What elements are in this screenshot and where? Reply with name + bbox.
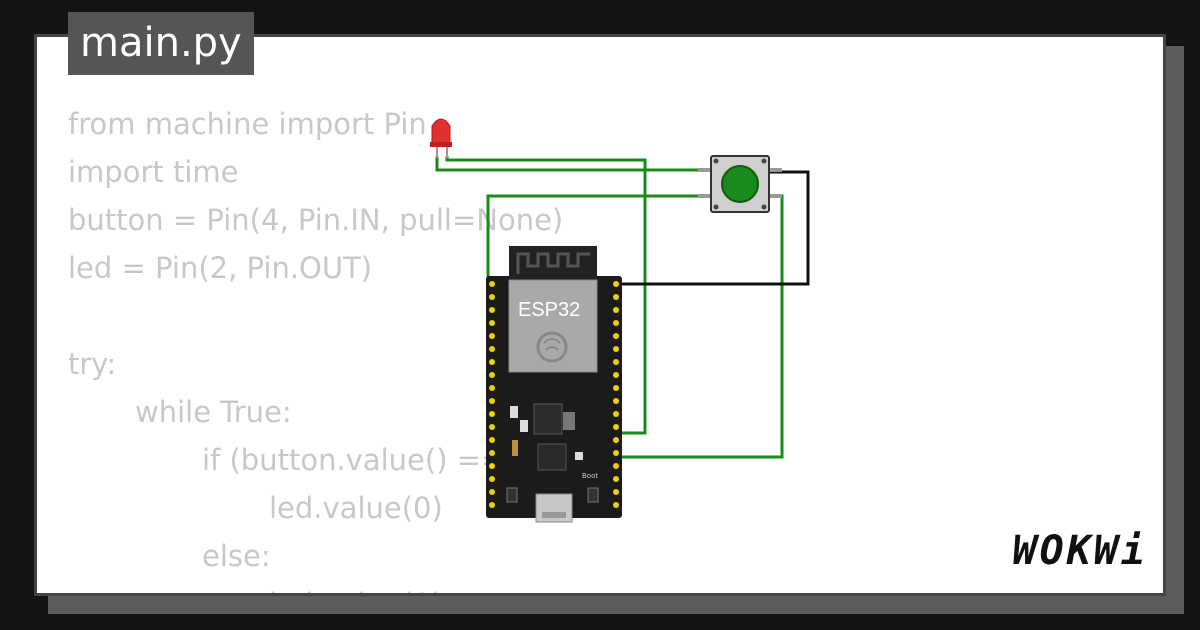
card-bottom-edge	[34, 593, 1166, 596]
header-pins-left	[489, 281, 495, 508]
code-line: import time	[68, 155, 239, 189]
header-pins-right	[613, 281, 619, 508]
esp32-board[interactable]: ESP32 Boot	[486, 246, 622, 523]
code-line: try:	[68, 347, 117, 381]
boot-button[interactable]	[587, 487, 599, 503]
esp32-label: ESP32	[518, 299, 580, 321]
wire-led-cathode[interactable]	[435, 156, 712, 172]
wire-button-right[interactable]	[617, 194, 784, 459]
code-line: led = Pin(2, Pin.OUT)	[68, 251, 373, 285]
wire-button-left[interactable]	[486, 194, 712, 284]
code-line: from machine import Pin	[68, 107, 427, 141]
red-led-icon[interactable]	[430, 118, 452, 158]
wire-gnd[interactable]	[617, 170, 810, 286]
shadow-left-gap	[34, 596, 48, 614]
card-bottom-shadow	[48, 596, 1184, 614]
code-line: else:	[202, 539, 271, 573]
pushbutton-icon[interactable]	[698, 155, 782, 213]
code-line: button = Pin(4, Pin.IN, pull=None)	[68, 203, 564, 237]
wokwi-logo: WOKWi	[1012, 528, 1148, 574]
en-button[interactable]	[506, 487, 518, 503]
file-tab[interactable]: main.py	[68, 12, 254, 75]
code-line: led.value(0)	[269, 491, 443, 525]
boot-label: Boot	[582, 472, 598, 480]
code-line: while True:	[135, 395, 292, 429]
code-editor[interactable]: from machine import Pin import time butt…	[68, 100, 563, 628]
page-bottom	[0, 614, 1200, 630]
wire-led-anode[interactable]	[445, 156, 647, 435]
